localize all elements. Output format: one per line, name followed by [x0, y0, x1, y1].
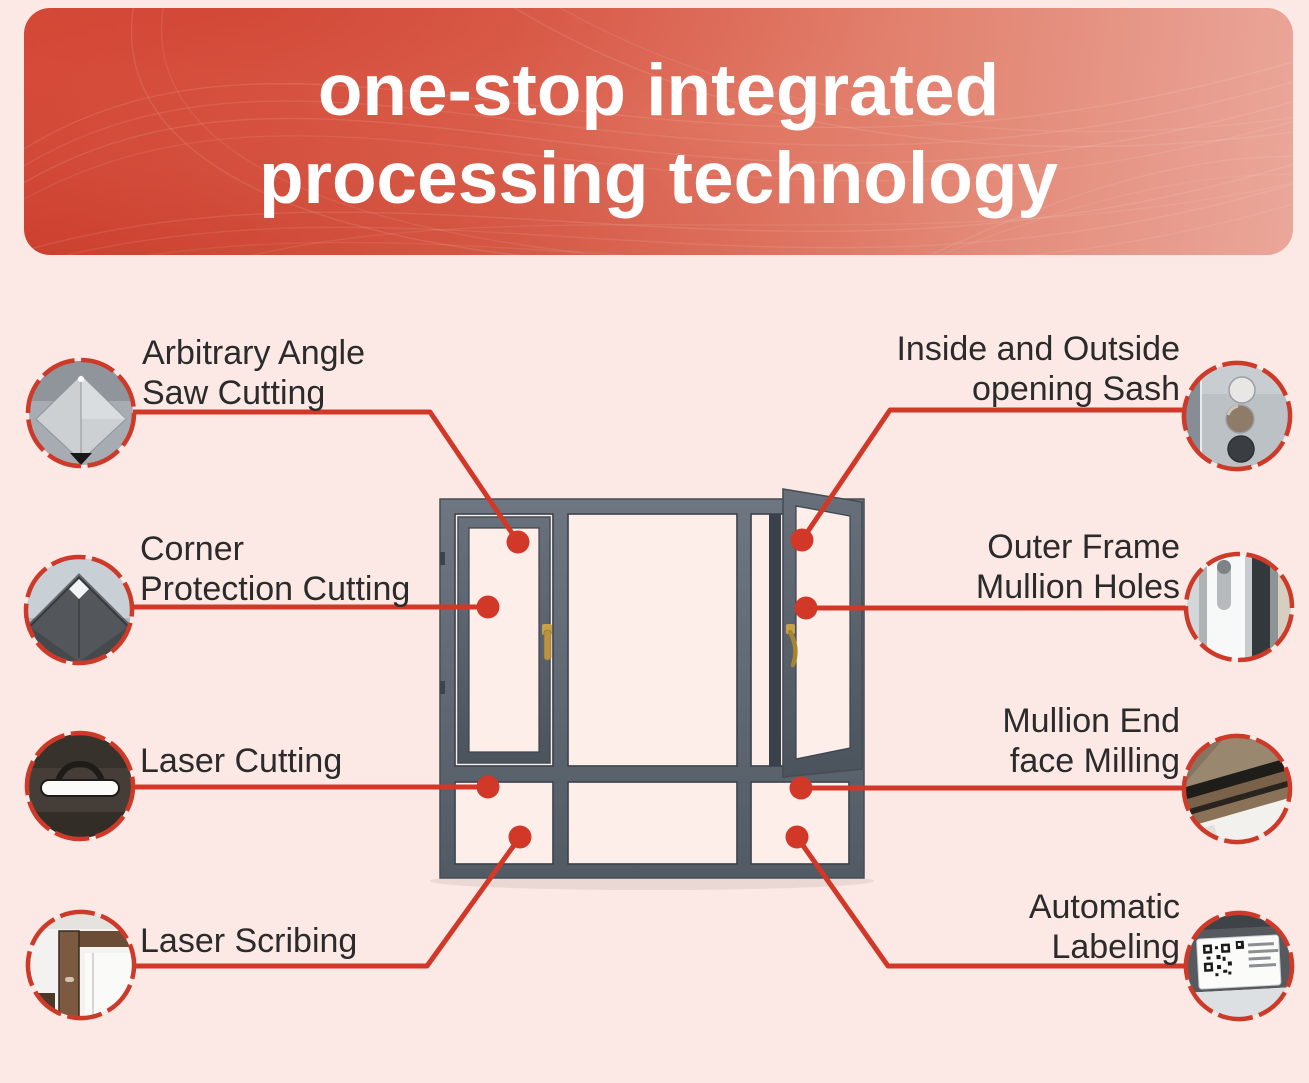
window-handle-left: [542, 624, 552, 661]
window-handle-right: [786, 624, 798, 668]
label-automatic-labeling: Automatic Labeling: [815, 887, 1180, 967]
label-line: Mullion End: [1002, 702, 1180, 740]
dashed-ring-icon: [24, 730, 136, 842]
label-line: Automatic: [1028, 888, 1180, 926]
label-line: Outer Frame: [987, 528, 1180, 566]
inside-outside-photo-circle: [1181, 360, 1293, 472]
dark-corner-profile-photo: [27, 558, 131, 662]
dashed-ring-icon: [1183, 551, 1295, 663]
label-inside-outside-opening-sash: Inside and Outside opening Sash: [815, 329, 1180, 409]
header-banner: one-stop integrated processing technolog…: [24, 8, 1293, 255]
header-swirl-decoration: [24, 8, 1293, 255]
dashed-ring-icon: [25, 357, 137, 469]
label-line: opening Sash: [972, 370, 1180, 408]
label-line: Mullion Holes: [975, 568, 1180, 606]
label-laser-cutting: Laser Cutting: [140, 741, 342, 781]
dashed-ring-icon: [1183, 910, 1295, 1022]
line-arbitrary-angle-saw-cutting: [133, 409, 521, 544]
arbitrary-angle-photo-circle: [25, 357, 137, 469]
dashed-ring-icon: [1181, 733, 1293, 845]
mullion-slot-profile-photo: [1187, 555, 1291, 659]
header-title-line2: processing technology: [258, 137, 1059, 219]
label-line: Protection Cutting: [140, 570, 411, 608]
line-inside-outside-opening-sash: [799, 407, 1185, 542]
callout-lines: [132, 407, 1187, 969]
laser-cutting-photo-circle: [24, 730, 136, 842]
label-line: Laser Cutting: [140, 742, 343, 780]
dashed-ring-icon: [1181, 360, 1293, 472]
label-line: face Milling: [1009, 742, 1180, 780]
line-automatic-labeling: [794, 835, 1187, 969]
window-illustration: [430, 488, 874, 890]
label-line: Arbitrary Angle: [142, 334, 365, 372]
label-line: Saw Cutting: [142, 374, 326, 412]
callout-dots: [476, 528, 818, 849]
header-title-line1: one-stop integrated: [317, 49, 1000, 131]
header-title: one-stop integrated processing technolog…: [24, 8, 1293, 255]
label-laser-scribing: Laser Scribing: [140, 921, 357, 961]
label-line: Labeling: [1051, 928, 1180, 966]
dark-corner-icon: [27, 558, 131, 662]
mullion-end-photo-circle: [1181, 733, 1293, 845]
laser-scribing-photo-circle: [25, 909, 137, 1021]
qr-code-icon: [1202, 940, 1245, 977]
label-arbitrary-angle-saw-cutting: Arbitrary Angle Saw Cutting: [142, 333, 365, 413]
label-line: Laser Scribing: [140, 922, 358, 960]
label-mullion-end-face-milling: Mullion End face Milling: [815, 701, 1180, 781]
dashed-ring-icon: [25, 909, 137, 1021]
outer-frame-photo-circle: [1183, 551, 1295, 663]
dashed-ring-icon: [23, 554, 135, 666]
mullion-slot-icon: [1187, 555, 1291, 659]
label-corner-protection-cutting: Corner Protection Cutting: [140, 529, 410, 609]
corner-protection-photo-circle: [23, 554, 135, 666]
open-sash: [782, 488, 863, 778]
line-laser-scribing: [134, 835, 523, 969]
label-line: Inside and Outside: [896, 330, 1180, 368]
label-outer-frame-mullion-holes: Outer Frame Mullion Holes: [815, 527, 1180, 607]
label-line: Corner: [140, 530, 244, 568]
automatic-labeling-photo-circle: [1183, 910, 1295, 1022]
